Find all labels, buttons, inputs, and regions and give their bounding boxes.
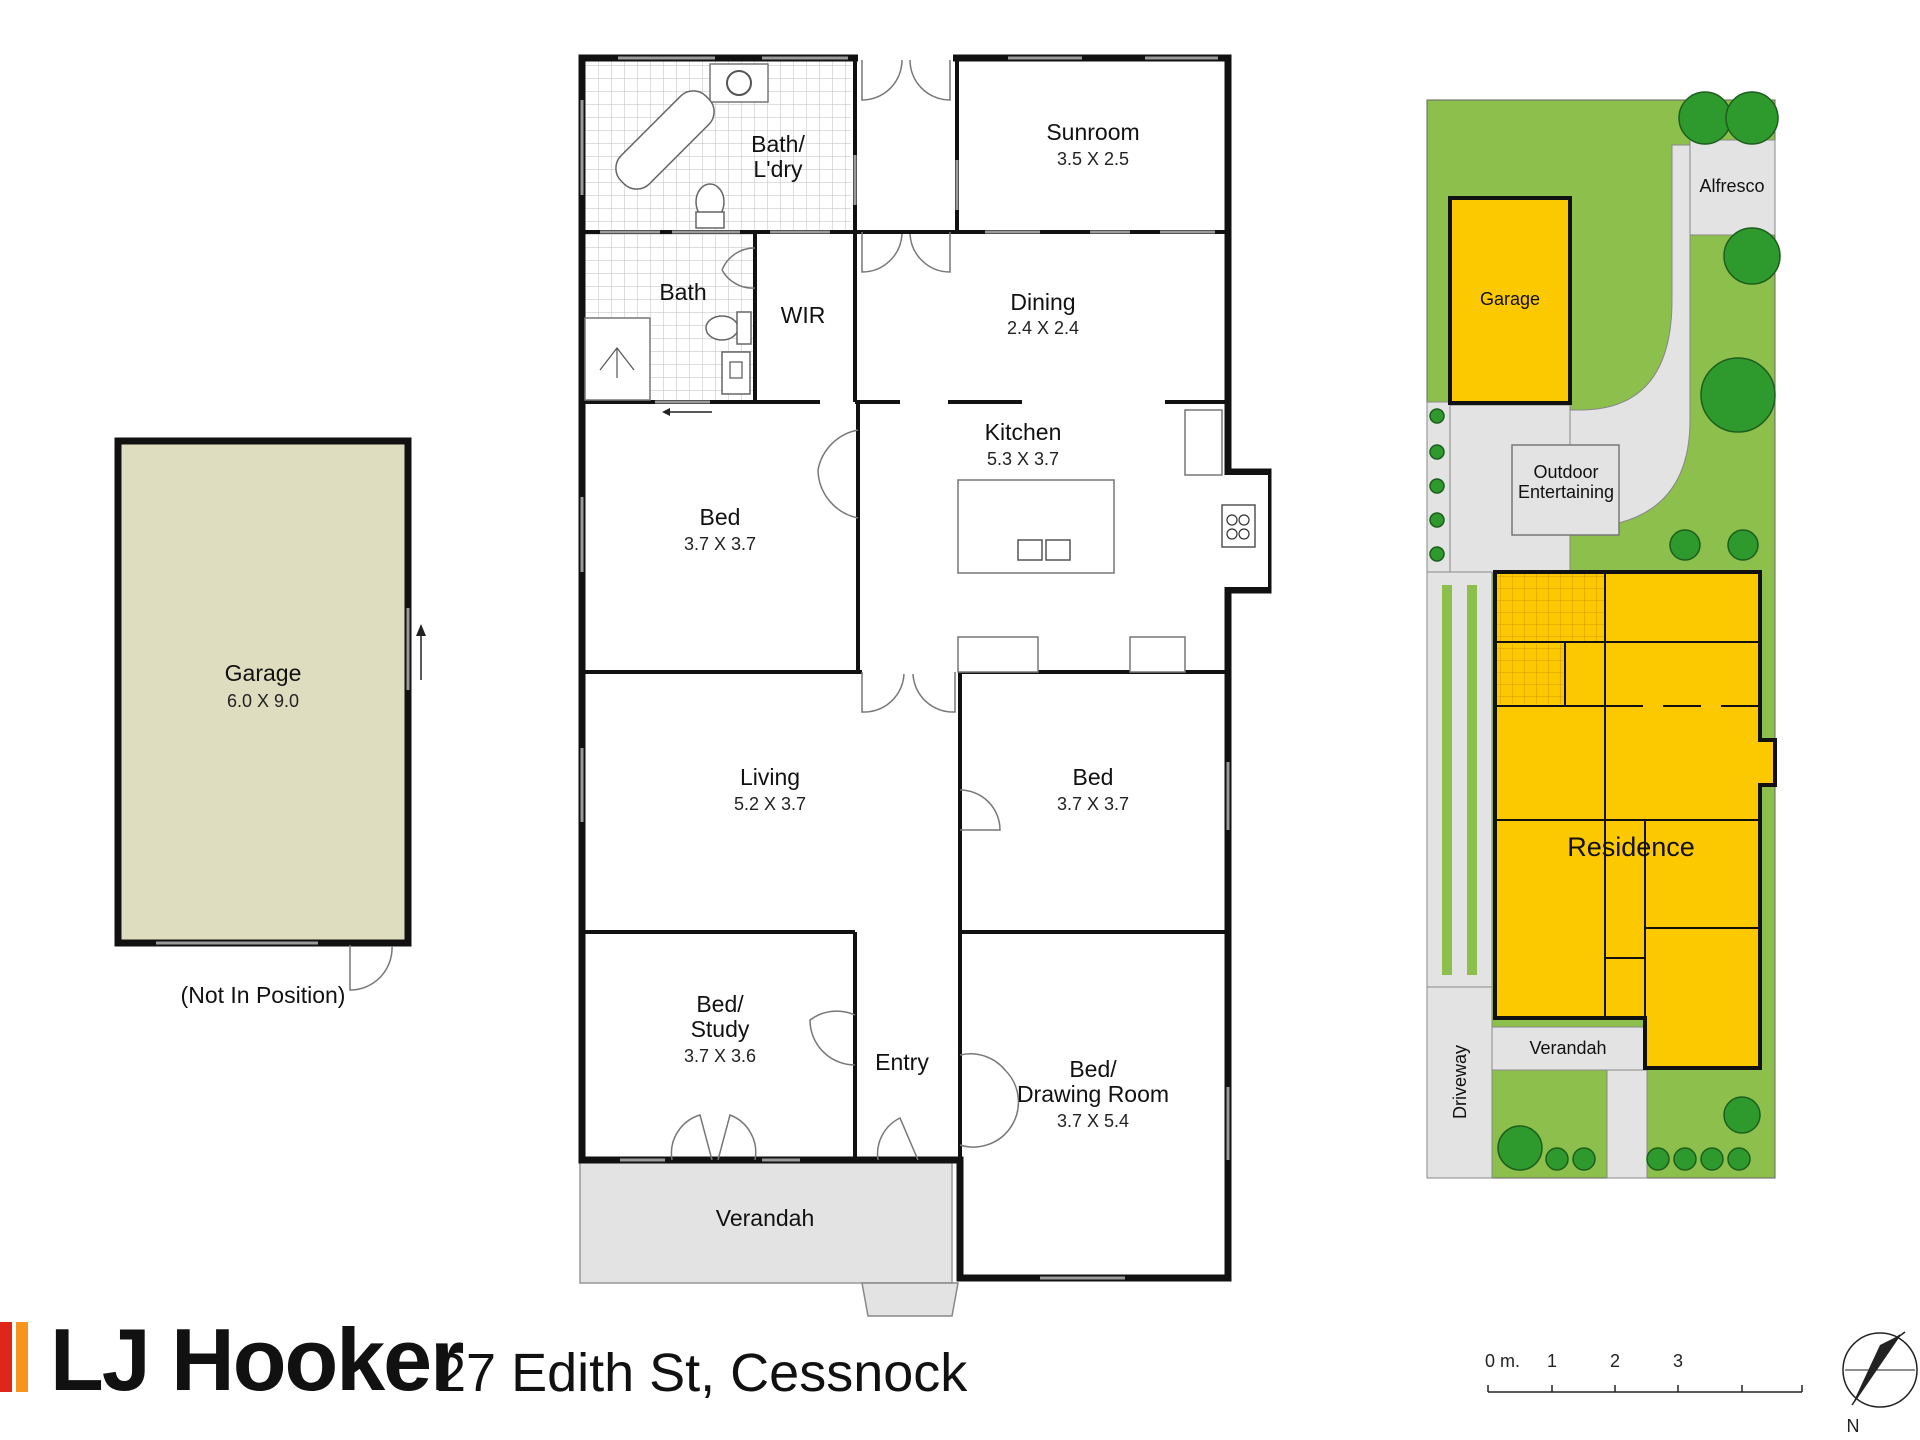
garage-floor xyxy=(118,441,408,943)
trees xyxy=(1429,91,1781,1171)
verandah-label: Verandah xyxy=(716,1205,814,1231)
site-verandah-label: Verandah xyxy=(1529,1038,1606,1058)
garage-note: (Not In Position) xyxy=(181,982,346,1008)
site-garage-label: Garage xyxy=(1480,289,1540,309)
kitchen-label: Kitchen xyxy=(985,419,1062,445)
site-residence-label: Residence xyxy=(1567,832,1695,862)
bed-study-label-1: Bed/ xyxy=(696,991,744,1017)
site-plan: Alfresco Garage Outdoor Entertaining Res… xyxy=(1426,91,1781,1179)
site-outdoor-label-1: Outdoor xyxy=(1533,462,1598,482)
bed-2-label: Bed xyxy=(1073,764,1114,790)
bath-laundry-label-1: Bath/ xyxy=(751,131,805,157)
bed-1-dimensions: 3.7 X 3.7 xyxy=(684,534,756,554)
site-garage xyxy=(1448,196,1572,405)
bed-study-dimensions: 3.7 X 3.6 xyxy=(684,1046,756,1066)
sunroom-dimensions: 3.5 X 2.5 xyxy=(1057,149,1129,169)
brand-bar-orange xyxy=(16,1322,28,1392)
scale-bar: 0 m. 1 2 3 xyxy=(1485,1351,1803,1393)
scale-label-1: 1 xyxy=(1547,1351,1557,1371)
bed-study-label-2: Study xyxy=(691,1016,750,1042)
compass-n-label: N xyxy=(1847,1416,1860,1436)
site-outdoor-label-2: Entertaining xyxy=(1518,482,1614,502)
site-alfresco-label: Alfresco xyxy=(1699,176,1764,196)
verandah-floor xyxy=(579,1159,953,1284)
sunroom-label: Sunroom xyxy=(1046,119,1139,145)
dining-dimensions: 2.4 X 2.4 xyxy=(1007,318,1079,338)
garage-side-door xyxy=(349,945,393,991)
house-plan: Bath/ L'dry Sunroom 3.5 X 2.5 Bath WIR D… xyxy=(578,54,1272,1317)
windows xyxy=(580,56,1230,1280)
scale-label-2: 2 xyxy=(1610,1351,1620,1371)
scale-label-3: 3 xyxy=(1673,1351,1683,1371)
living-dimensions: 5.2 X 3.7 xyxy=(734,794,806,814)
bath-label: Bath xyxy=(659,279,706,305)
bed-drawing-label-1: Bed/ xyxy=(1069,1056,1117,1082)
property-address: 27 Edith St, Cessnock xyxy=(436,1343,968,1403)
garage-dimensions: 6.0 X 9.0 xyxy=(227,691,299,711)
site-driveway-label: Driveway xyxy=(1450,1045,1470,1119)
front-steps xyxy=(861,1282,959,1317)
bed-2-dimensions: 3.7 X 3.7 xyxy=(1057,794,1129,814)
garage-plan: Garage 6.0 X 9.0 (Not In Position) xyxy=(114,437,426,1008)
bath-laundry-label-2: L'dry xyxy=(753,156,803,182)
living-label: Living xyxy=(740,764,800,790)
brand-name: LJ Hooker xyxy=(50,1310,464,1409)
garage-label: Garage xyxy=(225,660,302,686)
north-compass-icon: N xyxy=(1842,1331,1918,1436)
fixtures xyxy=(584,63,1256,673)
dining-label: Dining xyxy=(1010,289,1075,315)
bed-1-label: Bed xyxy=(700,504,741,530)
scale-label-0: 0 m. xyxy=(1485,1351,1520,1371)
wir-label: WIR xyxy=(781,302,826,328)
bed-drawing-dimensions: 3.7 X 5.4 xyxy=(1057,1111,1129,1131)
kitchen-dimensions: 5.3 X 3.7 xyxy=(987,449,1059,469)
brand-bar-red xyxy=(0,1322,12,1392)
doors xyxy=(662,232,1020,1161)
bed-drawing-label-2: Drawing Room xyxy=(1017,1081,1169,1107)
entry-label: Entry xyxy=(875,1049,929,1075)
